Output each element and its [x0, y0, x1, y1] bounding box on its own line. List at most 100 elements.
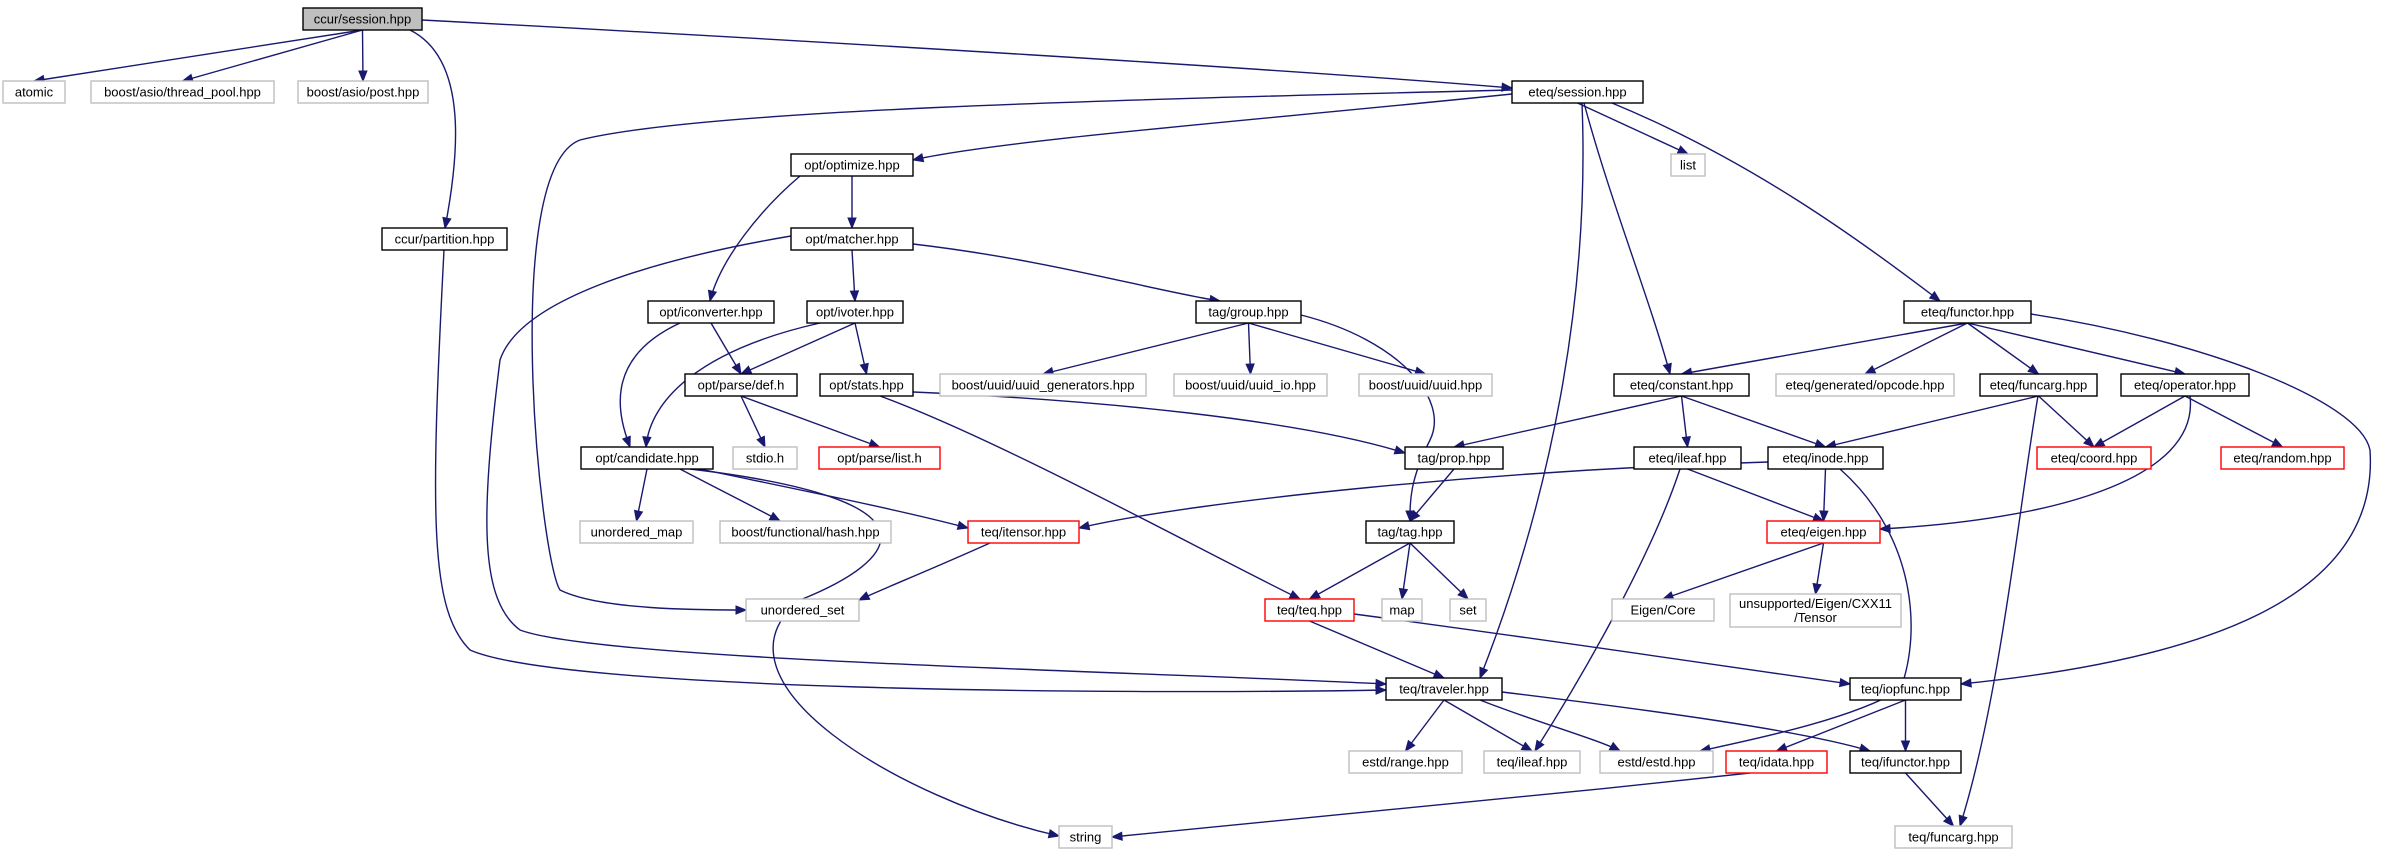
node-box	[818, 446, 941, 470]
node-box	[732, 446, 798, 470]
arrowhead-parse_def-to-stdio	[756, 435, 766, 449]
node-teq_teq[interactable]: teq/teq.hpp	[1264, 598, 1355, 622]
arrowhead-matcher-to-traveler	[1375, 678, 1388, 689]
node-matcher[interactable]: opt/matcher.hpp	[790, 227, 914, 251]
node-label: opt/parse/list.h	[837, 451, 922, 466]
arrowhead-candidate-to-unordered_map	[633, 509, 644, 523]
node-box	[1404, 446, 1504, 470]
node-idata[interactable]: teq/idata.hpp	[1725, 750, 1828, 774]
node-eteq_coord[interactable]: eteq/coord.hpp	[2036, 446, 2152, 470]
node-tag_prop[interactable]: tag/prop.hpp	[1404, 446, 1504, 470]
node-eteq_session[interactable]: eteq/session.hpp	[1511, 80, 1644, 104]
edge-eteq_session-to-list	[1577, 102, 1689, 155]
node-ivoter[interactable]: opt/ivoter.hpp	[806, 300, 904, 324]
node-parse_list[interactable]: opt/parse/list.h	[818, 446, 941, 470]
edge-functor-to-constant	[1681, 322, 1968, 375]
node-label: eteq/operator.hpp	[2134, 378, 2236, 393]
edge-eteq_session-to-unordered_set	[531, 89, 1513, 611]
node-ifunctor[interactable]: teq/ifunctor.hpp	[1849, 750, 1962, 774]
edge-optimize-to-iconverter	[709, 175, 801, 302]
edge-parse_def-to-parse_list	[740, 395, 880, 448]
node-tag_group[interactable]: tag/group.hpp	[1195, 300, 1302, 324]
node-label: eteq/generated/opcode.hpp	[1785, 378, 1944, 393]
edge-functor-to-opcode	[1864, 322, 1968, 375]
node-label: teq/traveler.hpp	[1399, 682, 1489, 697]
node-traveler[interactable]: teq/traveler.hpp	[1385, 677, 1503, 701]
node-estd: estd/estd.hpp	[1599, 750, 1714, 774]
node-eteq_ileaf[interactable]: eteq/ileaf.hpp	[1633, 446, 1742, 470]
arrowhead-root-to-partition	[442, 216, 452, 230]
node-label: opt/ivoter.hpp	[816, 305, 894, 320]
node-string: string	[1058, 825, 1113, 849]
node-list: list	[1670, 153, 1706, 177]
node-box	[1894, 825, 2013, 849]
node-eteq_eigen[interactable]: eteq/eigen.hpp	[1766, 520, 1881, 544]
node-box	[1058, 825, 1113, 849]
arrowhead-eteq_session-to-constant	[1662, 362, 1672, 376]
node-optimize[interactable]: opt/optimize.hpp	[790, 153, 914, 177]
node-box	[2, 80, 66, 104]
node-uuid_io: boost/uuid/uuid_io.hpp	[1173, 373, 1328, 397]
arrowhead-traveler-to-estd	[1608, 741, 1622, 752]
node-label: opt/stats.hpp	[829, 378, 903, 393]
node-box	[1767, 446, 1884, 470]
node-label: opt/matcher.hpp	[805, 232, 898, 247]
node-thread_pool: boost/asio/thread_pool.hpp	[90, 80, 275, 104]
edge-ifunctor-to-teq_funcarg	[1904, 772, 1955, 827]
arrowhead-ivoter-to-parse_def	[739, 365, 753, 375]
node-box	[1611, 598, 1715, 622]
node-eteq_inode[interactable]: eteq/inode.hpp	[1767, 446, 1884, 470]
arrowhead-idata-to-string	[1110, 831, 1123, 841]
node-box	[967, 520, 1080, 544]
node-label: teq/itensor.hpp	[981, 525, 1066, 540]
arrowhead-eteq_session-to-traveler	[1479, 666, 1489, 680]
arrowhead-funcarg-to-teq_funcarg	[1958, 814, 1968, 828]
node-constant[interactable]: eteq/constant.hpp	[1613, 373, 1750, 397]
node-itensor[interactable]: teq/itensor.hpp	[967, 520, 1080, 544]
node-opcode: eteq/generated/opcode.hpp	[1775, 373, 1955, 397]
edge-tag_tag-to-set	[1409, 542, 1469, 600]
edge-partition-to-traveler	[434, 249, 1387, 693]
edge-tag_group-to-tag_tag	[1300, 314, 1436, 522]
node-label: ccur/session.hpp	[314, 12, 412, 27]
node-box	[1173, 373, 1328, 397]
arrowhead-traveler-to-teq_ileaf	[1520, 741, 1534, 752]
node-partition[interactable]: ccur/partition.hpp	[381, 227, 508, 251]
edge-itensor-to-unordered_set	[858, 542, 991, 601]
node-iopfunc[interactable]: teq/iopfunc.hpp	[1849, 677, 1962, 701]
edge-functor-to-funcarg	[1967, 322, 2039, 375]
node-teq_funcarg: teq/funcarg.hpp	[1894, 825, 2013, 849]
node-box	[1903, 300, 2032, 324]
edge-teq_teq-to-iopfunc	[1353, 613, 1851, 685]
arrowhead-eteq_session-to-optimize	[911, 153, 925, 163]
node-box	[1849, 750, 1962, 774]
node-root[interactable]: ccur/session.hpp	[302, 7, 423, 31]
node-stats[interactable]: opt/stats.hpp	[819, 373, 914, 397]
node-candidate[interactable]: opt/candidate.hpp	[580, 446, 714, 470]
node-label: eteq/functor.hpp	[1921, 305, 2014, 320]
arrowhead-iconverter-to-parse_def	[731, 362, 742, 376]
node-eteq_random[interactable]: eteq/random.hpp	[2220, 446, 2345, 470]
node-box	[2220, 446, 2345, 470]
node-box	[580, 446, 714, 470]
node-label: ccur/partition.hpp	[395, 232, 495, 247]
node-parse_def[interactable]: opt/parse/def.h	[684, 373, 798, 397]
node-box	[579, 520, 694, 544]
node-hash: boost/functional/hash.hpp	[719, 520, 892, 544]
node-funcarg[interactable]: eteq/funcarg.hpp	[1979, 373, 2098, 397]
node-iconverter[interactable]: opt/iconverter.hpp	[647, 300, 775, 324]
node-label: boost/uuid/uuid_io.hpp	[1185, 378, 1316, 393]
node-operator[interactable]: eteq/operator.hpp	[2120, 373, 2250, 397]
node-functor[interactable]: eteq/functor.hpp	[1903, 300, 2032, 324]
arrowhead-funcarg-to-eteq_coord	[2083, 436, 2095, 448]
node-uuid: boost/uuid/uuid.hpp	[1358, 373, 1493, 397]
arrowhead-tag_group-to-uuid_io	[1245, 363, 1255, 376]
arrowhead-candidate-to-hash	[768, 511, 782, 522]
node-label: eteq/session.hpp	[1528, 85, 1626, 100]
edge-constant-to-eteq_inode	[1681, 395, 1826, 448]
node-label: teq/teq.hpp	[1277, 603, 1342, 618]
edge-idata-to-string	[1111, 772, 1751, 838]
node-tag_tag[interactable]: tag/tag.hpp	[1365, 520, 1455, 544]
arrowhead-tag_tag-to-set	[1457, 588, 1469, 600]
